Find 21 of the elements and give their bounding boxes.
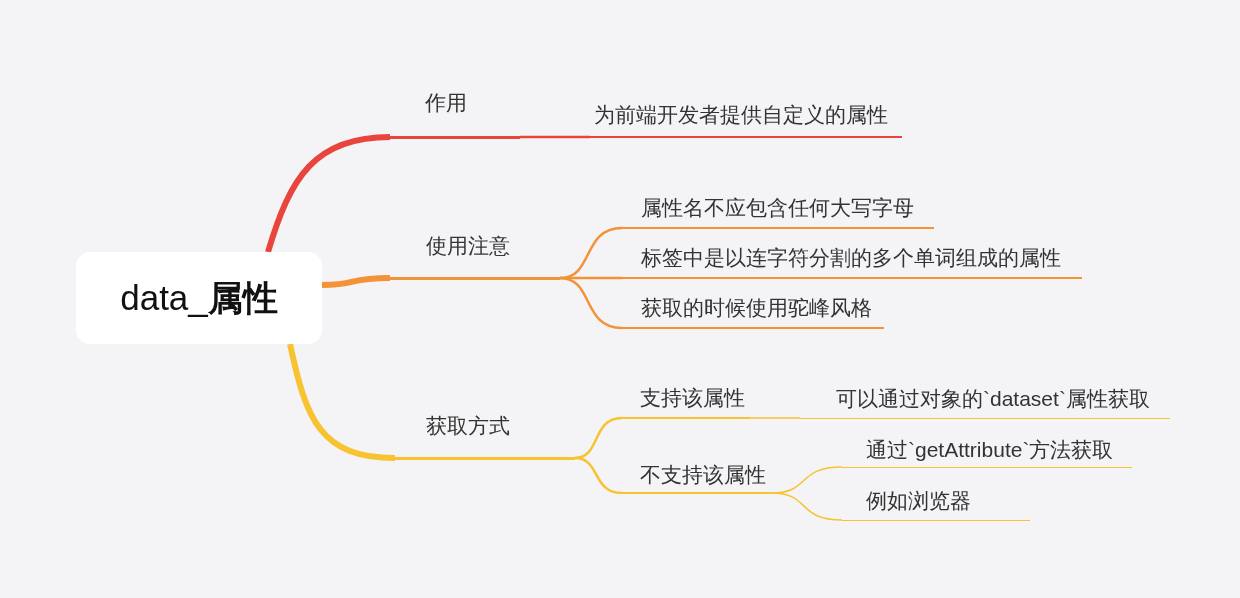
branch-line: [749, 417, 801, 419]
subtopic: 通过`getAttribute`方法获取: [842, 436, 1132, 468]
subtopic: 不支持该属性: [622, 462, 772, 495]
subtopic: 为前端开发者提供自定义的属性: [590, 102, 902, 139]
topic: 作用: [390, 89, 520, 139]
subtopic: 标签中是以连字符分割的多个单词组成的属性: [622, 245, 1082, 280]
subtopic: 属性名不应包含任何大写字母: [622, 195, 934, 230]
subtopic: 支持该属性: [622, 385, 750, 420]
topic: 获取方式: [395, 412, 575, 460]
branch-line: [574, 456, 623, 495]
branch-line: [520, 135, 590, 139]
subtopic: 例如浏览器: [842, 487, 1030, 521]
branch-line: [265, 134, 391, 253]
topic: 使用注意: [390, 232, 560, 280]
branch-line: [321, 275, 391, 288]
branch-line: [287, 343, 396, 461]
subtopic: 可以通过对象的`dataset`属性获取: [800, 385, 1170, 419]
central-topic: data_属性: [76, 252, 322, 344]
branch-line: [771, 492, 843, 521]
subtopic: 获取的时候使用驼峰风格: [622, 295, 884, 330]
branch-line: [559, 276, 623, 330]
